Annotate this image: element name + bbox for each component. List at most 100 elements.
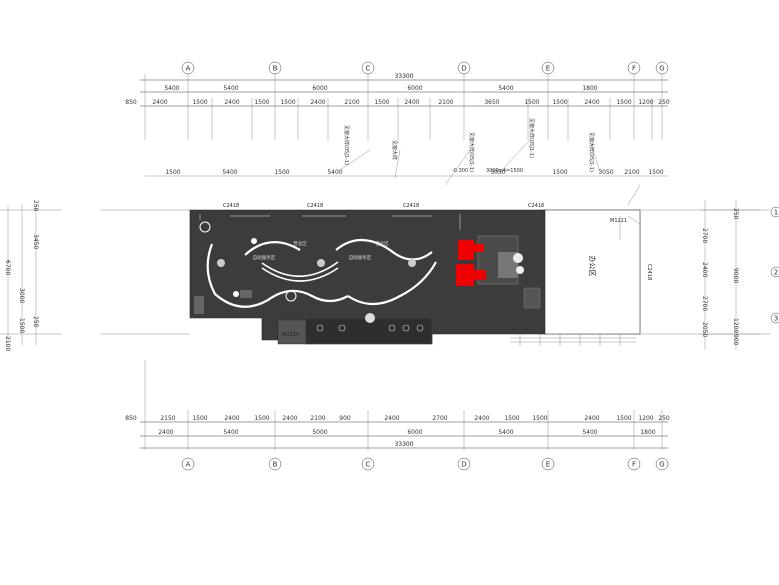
svg-text:5000: 5000 bbox=[312, 429, 327, 436]
svg-text:见窗大样(05J1-1): 见窗大样(05J1-1) bbox=[343, 125, 350, 165]
svg-text:1500: 1500 bbox=[192, 99, 207, 106]
svg-text:250: 250 bbox=[658, 99, 670, 106]
svg-text:1200: 1200 bbox=[638, 99, 653, 106]
office-room: 办公区 M1221 C2418 bbox=[510, 209, 652, 346]
svg-text:2150: 2150 bbox=[160, 415, 175, 422]
bottom-axis-markers: A B C D E F G bbox=[181, 457, 669, 471]
elevation-mark: -0.300 bbox=[452, 168, 468, 174]
svg-text:B: B bbox=[273, 65, 278, 73]
svg-text:2700: 2700 bbox=[432, 415, 447, 422]
svg-text:1200: 1200 bbox=[638, 415, 653, 422]
svg-text:2100: 2100 bbox=[344, 99, 359, 106]
svg-text:2400: 2400 bbox=[474, 415, 489, 422]
svg-text:见窗大样(05J1-1): 见窗大样(05J1-1) bbox=[588, 132, 595, 172]
svg-text:850: 850 bbox=[125, 415, 137, 422]
svg-text:250: 250 bbox=[32, 316, 39, 328]
axis-bubble-bottom-d: D bbox=[457, 457, 471, 471]
left-dimensions: 250 3450 6700 3000 2100 1500 250 bbox=[0, 200, 62, 351]
svg-text:2400: 2400 bbox=[282, 415, 297, 422]
svg-text:5400: 5400 bbox=[223, 429, 238, 436]
svg-text:5400: 5400 bbox=[223, 85, 238, 92]
svg-text:E: E bbox=[546, 461, 550, 469]
svg-text:3050: 3050 bbox=[598, 169, 613, 176]
serpentine-counter bbox=[206, 238, 437, 308]
svg-text:2700: 2700 bbox=[701, 228, 708, 243]
svg-text:6000: 6000 bbox=[312, 85, 327, 92]
svg-text:D: D bbox=[461, 65, 466, 73]
svg-text:5400: 5400 bbox=[327, 169, 342, 176]
top-callouts: 见窗大样(05J1-1) 见窗大样 见窗大样(05J1-1) 见窗大样(05J1… bbox=[339, 118, 641, 206]
svg-text:2400: 2400 bbox=[701, 262, 708, 277]
svg-text:2100: 2100 bbox=[310, 415, 325, 422]
svg-text:3: 3 bbox=[774, 315, 778, 323]
svg-text:5400: 5400 bbox=[582, 429, 597, 436]
left-door-block bbox=[277, 319, 307, 345]
svg-text:2700: 2700 bbox=[701, 296, 708, 311]
svg-text:C2418: C2418 bbox=[403, 203, 419, 209]
svg-text:900: 900 bbox=[732, 334, 739, 346]
svg-text:见窗大样(05J1-1): 见窗大样(05J1-1) bbox=[468, 132, 475, 172]
svg-text:1500: 1500 bbox=[165, 169, 180, 176]
top-axis-markers: A B C D E F G bbox=[181, 61, 669, 75]
axis-bubble-top-e: E bbox=[541, 61, 555, 75]
svg-text:1500: 1500 bbox=[648, 169, 663, 176]
svg-text:1500: 1500 bbox=[616, 415, 631, 422]
highlighted-desk-group bbox=[456, 240, 486, 286]
svg-text:2100: 2100 bbox=[624, 169, 639, 176]
svg-text:2050: 2050 bbox=[701, 322, 708, 337]
svg-text:2: 2 bbox=[774, 269, 778, 277]
svg-text:5400: 5400 bbox=[498, 429, 513, 436]
svg-text:C: C bbox=[366, 461, 371, 469]
svg-text:M1221: M1221 bbox=[610, 218, 627, 224]
bottom-dimensions: 850 2150 1500 2400 1500 2400 2100 900 24… bbox=[125, 360, 670, 450]
svg-text:1500: 1500 bbox=[274, 169, 289, 176]
right-dimensions: 250 2700 2400 2700 2050 9000 1200 900 bbox=[700, 200, 770, 350]
right-axis-markers: 1 2 3 bbox=[770, 206, 779, 324]
svg-text:9000: 9000 bbox=[732, 268, 739, 283]
svg-text:5400: 5400 bbox=[222, 169, 237, 176]
svg-text:2400: 2400 bbox=[152, 99, 167, 106]
svg-text:850: 850 bbox=[125, 99, 137, 106]
axis-bubble-right-1: 1 bbox=[770, 206, 779, 218]
svg-text:250: 250 bbox=[658, 415, 670, 422]
axis-bubble-top-a: A bbox=[181, 61, 195, 75]
svg-text:C2418: C2418 bbox=[528, 203, 544, 209]
svg-text:自助服务区: 自助服务区 bbox=[349, 254, 372, 261]
axis-bubble-right-3: 3 bbox=[770, 312, 779, 324]
svg-text:2400: 2400 bbox=[584, 99, 599, 106]
svg-text:3000: 3000 bbox=[18, 288, 25, 303]
svg-text:C2418: C2418 bbox=[223, 203, 239, 209]
svg-text:1200: 1200 bbox=[732, 318, 739, 333]
inner-top-dimensions: 1500 5400 1500 5400 3050 1500 3050 2100 … bbox=[145, 169, 668, 177]
svg-text:2100: 2100 bbox=[4, 336, 11, 351]
svg-text:1500: 1500 bbox=[532, 415, 547, 422]
axis-bubble-bottom-f: F bbox=[627, 457, 641, 471]
svg-text:1500: 1500 bbox=[552, 99, 567, 106]
svg-text:5400: 5400 bbox=[164, 85, 179, 92]
svg-text:6700: 6700 bbox=[4, 260, 11, 275]
svg-text:2100: 2100 bbox=[438, 99, 453, 106]
svg-text:2400: 2400 bbox=[404, 99, 419, 106]
axis-bubble-bottom-b: B bbox=[268, 457, 282, 471]
svg-text:3450: 3450 bbox=[32, 234, 39, 249]
svg-text:见窗大样: 见窗大样 bbox=[391, 140, 398, 160]
svg-text:1500: 1500 bbox=[192, 415, 207, 422]
svg-text:1500: 1500 bbox=[524, 99, 539, 106]
svg-text:A: A bbox=[186, 461, 191, 469]
svg-text:D: D bbox=[461, 461, 466, 469]
svg-text:1800: 1800 bbox=[582, 85, 597, 92]
svg-text:1500: 1500 bbox=[18, 318, 25, 333]
svg-text:6000: 6000 bbox=[407, 85, 422, 92]
svg-text:900: 900 bbox=[339, 415, 351, 422]
axis-bubble-top-d: D bbox=[457, 61, 471, 75]
svg-text:2400: 2400 bbox=[224, 99, 239, 106]
svg-text:1: 1 bbox=[774, 209, 778, 217]
svg-text:1500: 1500 bbox=[616, 99, 631, 106]
svg-text:33300: 33300 bbox=[394, 441, 413, 448]
dim-callout: 3000×4=1500 bbox=[486, 168, 523, 174]
svg-text:E: E bbox=[546, 65, 550, 73]
svg-text:1500: 1500 bbox=[280, 99, 295, 106]
top-dimensions: 33300 5400 5400 6000 6000 5400 1800 850 … bbox=[125, 73, 670, 140]
floor-plate: 自助服务区 自助服务区 营业区 营业区 C2418 C2418 C2418 bbox=[100, 203, 760, 345]
